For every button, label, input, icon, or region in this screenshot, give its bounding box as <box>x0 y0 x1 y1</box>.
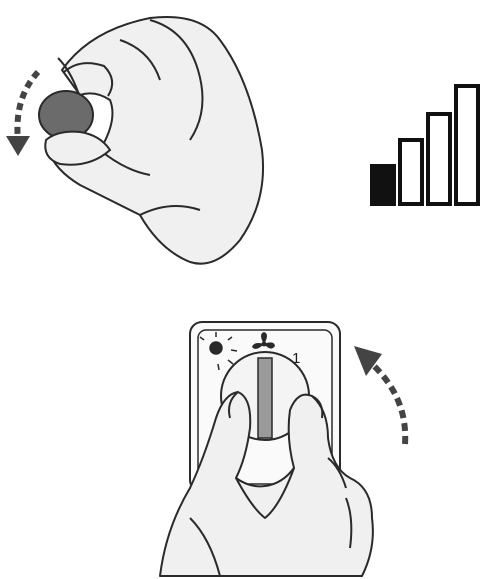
level-bar-3 <box>428 114 450 204</box>
rotate-cw-arrow <box>354 346 405 444</box>
fan-switch-illustration: 1 <box>140 318 440 579</box>
dial-hand-illustration <box>0 0 270 280</box>
knob-grip <box>258 358 272 438</box>
level-bar-2 <box>400 140 422 204</box>
level-bar-1 <box>372 166 394 204</box>
rotate-ccw-arrow <box>6 72 38 156</box>
level-bars-illustration <box>362 76 488 210</box>
level-bar-4 <box>456 86 478 204</box>
